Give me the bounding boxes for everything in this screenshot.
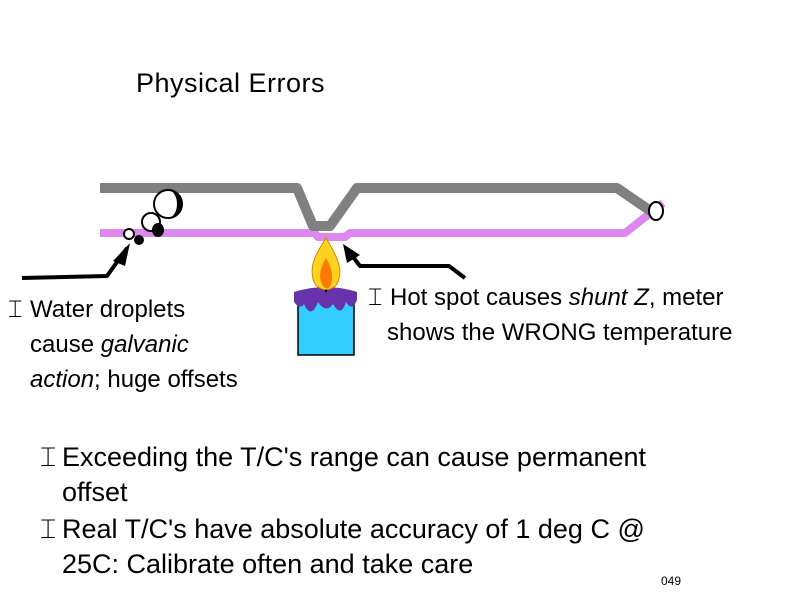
bullet-icon: ⌶: [368, 284, 383, 311]
flame-core: [320, 258, 333, 289]
bullet-icon: ⌶: [40, 442, 57, 472]
droplet: [168, 190, 182, 218]
droplet: [152, 223, 164, 237]
water-arrow: [21, 243, 130, 280]
hotspot-arrow: [343, 244, 467, 280]
bullet-range-line2: offset: [62, 477, 128, 507]
slide-title: Physical Errors: [136, 68, 326, 98]
water-note-line1: ⌶Water droplets: [8, 292, 185, 327]
bullet-range-line1: ⌶Exceeding the T/C's range can cause per…: [40, 440, 646, 475]
water-note-line3: action; huge offsets: [30, 366, 238, 393]
hotspot-note-line2: shows the WRONG temperature: [387, 319, 733, 346]
hotspot-note-line1: ⌶Hot spot causes shunt Z, meter: [368, 280, 724, 315]
gray-wire: [100, 183, 655, 231]
droplet: [123, 228, 135, 240]
bullet-icon: ⌶: [40, 514, 57, 544]
candle-wax-drips: [294, 287, 357, 312]
page-number: 049: [661, 574, 682, 588]
water-droplets: [123, 189, 183, 245]
droplet: [134, 235, 144, 245]
candle: [294, 237, 357, 356]
bullet-accuracy-line1: ⌶Real T/C's have absolute accuracy of 1 …: [40, 512, 645, 547]
junction-bead: [648, 201, 664, 221]
pink-wire: [100, 199, 666, 241]
water-note-line2: cause galvanic: [30, 331, 189, 358]
bullet-accuracy-line2: 25C: Calibrate often and take care: [62, 549, 474, 579]
bullet-icon: ⌶: [8, 296, 23, 323]
